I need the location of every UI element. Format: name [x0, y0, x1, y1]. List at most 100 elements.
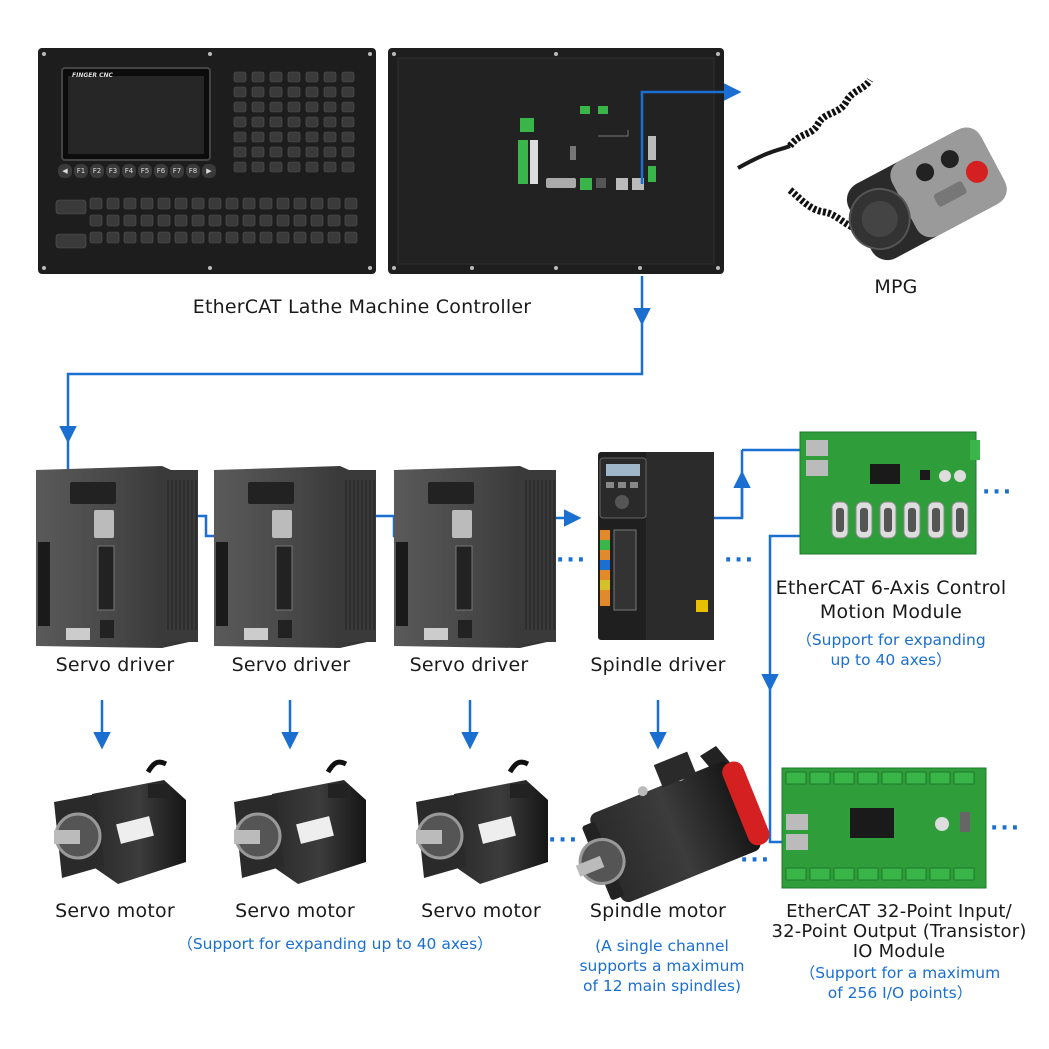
- panel-key: [106, 231, 120, 244]
- motor-label: Servo motor: [55, 900, 175, 922]
- driver-label: Servo driver: [231, 654, 351, 676]
- panel-key: [55, 233, 87, 249]
- panel-key: [327, 197, 341, 210]
- panel-key: [208, 231, 222, 244]
- io-module-note: （Support for a maximum of 256 I/O points…: [782, 963, 1018, 1003]
- io-terminal: [809, 867, 831, 881]
- driver-label: Spindle driver: [590, 654, 726, 676]
- keypad-key: [233, 86, 247, 98]
- function-key: F4: [122, 164, 136, 178]
- keypad-key: [305, 146, 319, 158]
- spindle-note-line: supports a maximum: [579, 957, 745, 975]
- io-terminal: [905, 771, 927, 785]
- panel-key: [89, 197, 103, 210]
- keypad-key: [269, 86, 283, 98]
- io-module-label-line: 32-Point Output (Transistor): [771, 921, 1027, 942]
- panel-key: [344, 231, 358, 244]
- motion-module-note: （Support for expanding up to 40 axes）: [780, 630, 1002, 670]
- keypad-key: [305, 161, 319, 173]
- keypad-key: [251, 101, 265, 113]
- ellipsis-marker: ···: [982, 480, 1014, 505]
- keypad-key: [305, 86, 319, 98]
- panel-key: [344, 197, 358, 210]
- motion-module-board: [799, 431, 980, 555]
- keypad-key: [269, 71, 283, 83]
- io-terminal: [953, 867, 975, 881]
- io-terminal: [833, 771, 855, 785]
- driver-label: Servo driver: [55, 654, 175, 676]
- keypad-key: [287, 71, 301, 83]
- keypad-key: [287, 161, 301, 173]
- io-terminal: [881, 867, 903, 881]
- panel-key: [310, 231, 324, 244]
- panel-key: [191, 197, 205, 210]
- controller-label: EtherCAT Lathe Machine Controller: [192, 296, 532, 318]
- mpg-pendant: [737, 77, 1007, 261]
- keypad-key: [233, 146, 247, 158]
- keypad-key: [233, 161, 247, 173]
- keypad-key: [251, 86, 265, 98]
- keypad-key: [341, 101, 355, 113]
- io-terminal: [929, 867, 951, 881]
- io-terminal: [857, 771, 879, 785]
- keypad-key: [251, 131, 265, 143]
- function-key: F6: [154, 164, 168, 178]
- keypad-key: [305, 101, 319, 113]
- keypad-key: [305, 71, 319, 83]
- panel-key: [157, 231, 171, 244]
- keypad-key: [341, 161, 355, 173]
- io-module-note-line: of 256 I/O points）: [827, 984, 973, 1002]
- servo-driver-unit: [214, 466, 376, 648]
- panel-key: [310, 214, 324, 227]
- panel-key: [259, 231, 273, 244]
- io-module-note-line: （Support for a maximum: [799, 964, 1001, 982]
- keypad-key: [323, 71, 337, 83]
- ellipsis-marker: ···: [740, 848, 772, 873]
- ellipsis-marker: ···: [724, 548, 756, 573]
- io-terminal: [785, 867, 807, 881]
- function-key: F2: [90, 164, 104, 178]
- ellipsis-marker: ···: [548, 828, 580, 853]
- keypad-key: [323, 116, 337, 128]
- keypad-key: [233, 116, 247, 128]
- io-module-board: [781, 767, 987, 889]
- keypad-key: [341, 131, 355, 143]
- keypad-key: [269, 116, 283, 128]
- keypad-key: [233, 101, 247, 113]
- keypad-key: [323, 161, 337, 173]
- function-key: ▶: [202, 164, 216, 178]
- spindle-driver-unit: [598, 452, 714, 640]
- ellipsis-marker: ···: [556, 548, 588, 573]
- keypad-key: [269, 131, 283, 143]
- keypad-key: [341, 71, 355, 83]
- panel-key: [327, 231, 341, 244]
- motor-label: Servo motor: [421, 900, 541, 922]
- keypad-key: [287, 131, 301, 143]
- ellipsis-marker: ···: [990, 816, 1022, 841]
- function-key: F5: [138, 164, 152, 178]
- panel-key: [123, 214, 137, 227]
- motion-module-label: EtherCAT 6-Axis Control Motion Module: [766, 576, 1016, 624]
- keypad-key: [233, 131, 247, 143]
- spindle-motor-unit: [575, 746, 770, 903]
- io-terminal: [833, 867, 855, 881]
- keypad-key: [323, 131, 337, 143]
- servo-expansion-note: （Support for expanding up to 40 axes）: [177, 935, 493, 953]
- function-key: F8: [186, 164, 200, 178]
- servo-motor-unit: [416, 759, 548, 884]
- panel-key: [293, 197, 307, 210]
- function-key: ◀: [58, 164, 72, 178]
- panel-key: [225, 197, 239, 210]
- panel-key: [259, 214, 273, 227]
- panel-key: [106, 214, 120, 227]
- panel-key: [140, 214, 154, 227]
- motion-module-note-line: up to 40 axes）: [830, 651, 952, 669]
- function-key: F3: [106, 164, 120, 178]
- keypad-key: [287, 86, 301, 98]
- panel-key: [225, 231, 239, 244]
- panel-key: [208, 214, 222, 227]
- io-terminal: [929, 771, 951, 785]
- panel-key: [225, 214, 239, 227]
